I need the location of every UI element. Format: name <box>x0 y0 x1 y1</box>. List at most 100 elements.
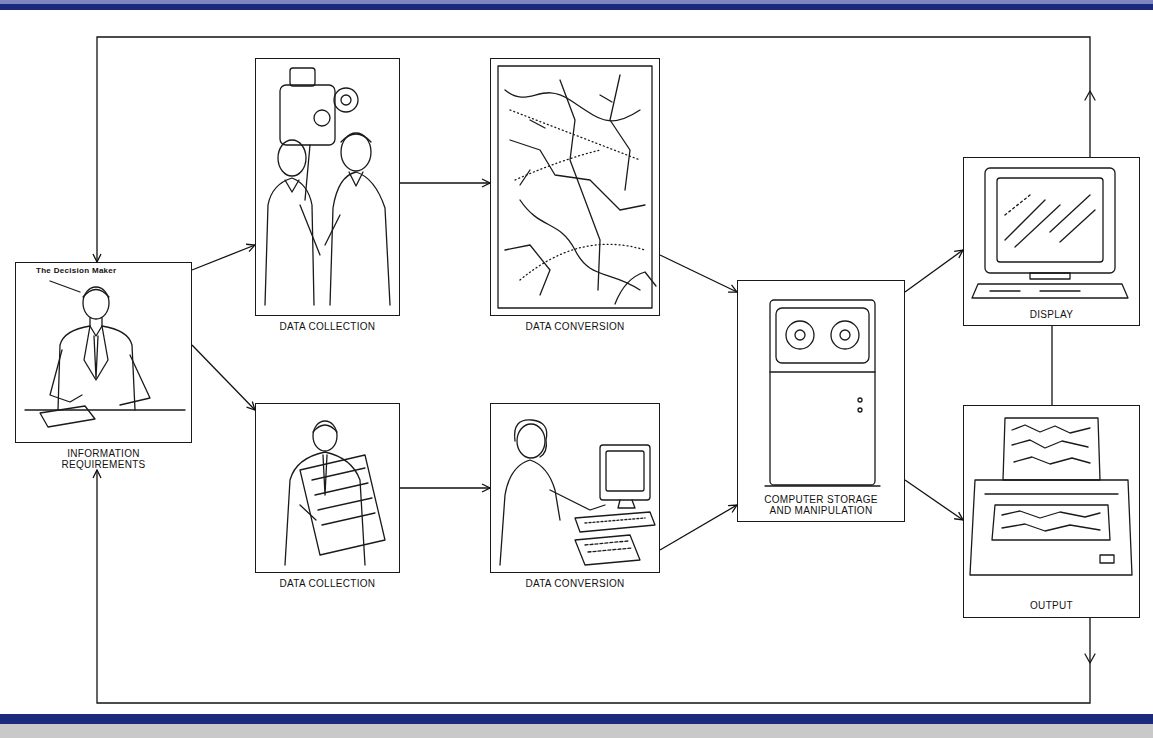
data-conversion-box: DATA CONVERSION <box>490 58 660 332</box>
paper-lines <box>312 468 375 525</box>
monitor-neck <box>1030 273 1070 279</box>
box-frame <box>490 403 660 573</box>
lapels <box>84 326 108 380</box>
flow-arrow <box>192 345 255 410</box>
tie <box>323 455 327 495</box>
head <box>313 421 337 451</box>
output-box: OUTPUT <box>963 405 1140 618</box>
decision-maker-box: The Decision MakerINFORMATION REQUIREMEN… <box>15 262 192 470</box>
paper <box>1003 418 1100 480</box>
box-frame <box>255 403 400 573</box>
flow-arrow <box>192 245 255 270</box>
map-line <box>610 75 630 190</box>
typist-drawing <box>500 420 655 565</box>
keys <box>990 290 1080 291</box>
print-marks <box>1002 511 1100 531</box>
body <box>265 178 314 305</box>
tie <box>94 336 98 378</box>
hair <box>313 425 337 432</box>
map-dots <box>520 244 645 280</box>
print-marks <box>1012 425 1090 464</box>
arm <box>120 355 150 405</box>
eyepiece <box>341 95 351 105</box>
box-frame <box>255 58 400 316</box>
box-label: The Decision Maker <box>36 266 146 275</box>
screen-dots <box>1005 195 1030 215</box>
map-line <box>510 140 645 210</box>
keyboard <box>575 512 655 532</box>
box-frame: OUTPUT <box>963 405 1140 618</box>
arm <box>550 490 605 510</box>
data-conversion-box: DATA CONVERSION <box>490 403 660 589</box>
box-frame: The Decision Maker <box>15 262 192 443</box>
box-label: DISPLAY <box>992 309 1112 320</box>
papers <box>300 455 385 555</box>
hand <box>300 505 316 520</box>
top-bar <box>0 4 1153 10</box>
base <box>765 485 880 486</box>
bottom-band <box>0 724 1153 738</box>
map-drawing <box>498 66 656 308</box>
map-sheet <box>498 66 652 308</box>
box-label: COMPUTER STORAGE AND MANIPULATION <box>759 494 884 516</box>
instrument-top <box>290 68 315 86</box>
paper-slot <box>985 493 1118 494</box>
box-label: OUTPUT <box>992 600 1112 611</box>
flow-arrow <box>400 487 490 488</box>
box-caption: DATA COLLECTION <box>268 321 388 332</box>
keys <box>585 518 645 523</box>
form <box>575 535 640 565</box>
map-line <box>505 245 550 295</box>
map-line <box>560 80 600 290</box>
paper <box>40 406 95 427</box>
form-lines <box>585 541 632 552</box>
eyepiece <box>334 88 358 112</box>
box-frame: COMPUTER STORAGE AND MANIPULATION <box>737 280 905 522</box>
map-dots <box>510 110 640 160</box>
flow-arrow <box>400 182 490 183</box>
head <box>341 133 371 171</box>
hand <box>615 272 656 304</box>
screen <box>997 178 1103 262</box>
head <box>517 424 545 458</box>
hair <box>83 290 109 298</box>
printer-switch <box>1100 555 1114 563</box>
box-caption: DATA CONVERSION <box>515 578 635 589</box>
box-frame: DISPLAY <box>963 157 1140 326</box>
body <box>500 460 560 565</box>
collars <box>285 172 363 192</box>
button <box>858 408 862 412</box>
head <box>278 140 306 176</box>
desk <box>25 409 185 410</box>
data-collection-box: DATA COLLECTION <box>255 58 400 332</box>
map-marks <box>520 95 612 185</box>
body <box>330 172 390 305</box>
hair <box>515 420 547 457</box>
printer-body <box>970 480 1132 575</box>
flow-arrow <box>905 480 963 520</box>
flow-arrow <box>905 250 963 292</box>
tape-drive-drawing <box>765 300 880 486</box>
panel-line <box>770 371 875 372</box>
reel <box>786 321 814 349</box>
direction-chevron <box>1085 91 1095 100</box>
body <box>285 452 365 565</box>
decision-maker-drawing <box>25 281 185 427</box>
keyboard <box>972 284 1128 298</box>
map-line <box>520 200 640 290</box>
reel-panel <box>776 308 869 363</box>
surveyor-drawing <box>265 68 390 305</box>
box-caption: DATA COLLECTION <box>268 578 388 589</box>
button <box>858 398 862 402</box>
box-caption: INFORMATION REQUIREMENTS <box>49 448 159 470</box>
direction-chevron <box>1085 654 1095 663</box>
data-collection-box: DATA COLLECTION <box>255 403 400 589</box>
monitor-drawing <box>972 168 1128 298</box>
flow-arrow <box>660 255 737 292</box>
bottom-bar <box>0 714 1153 724</box>
display-box: DISPLAY <box>963 157 1140 326</box>
neck <box>90 318 102 326</box>
terminal-stand <box>618 500 635 508</box>
